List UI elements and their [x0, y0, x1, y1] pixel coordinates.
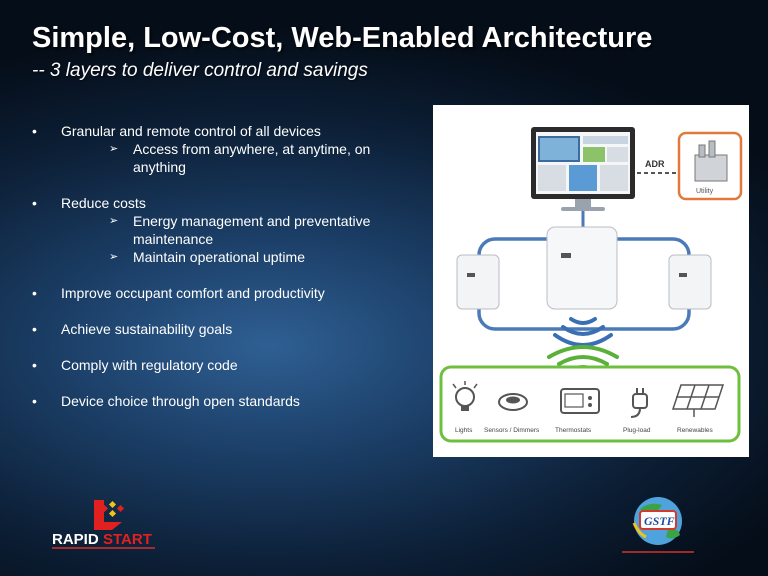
bullet-text: Reduce costs — [61, 195, 146, 211]
bullet-text: Improve occupant comfort and productivit… — [61, 285, 325, 301]
utility-label: Utility — [696, 188, 714, 195]
bullet-item: • Device choice through open standards — [28, 392, 423, 410]
bullet-glyph: • — [32, 285, 37, 301]
bullet-glyph: • — [32, 123, 37, 139]
controller-device-right — [668, 254, 712, 310]
device-label-renewables: Renewables — [677, 427, 714, 434]
bullet-item: • Improve occupant comfort and productiv… — [28, 284, 423, 302]
device-label-sensors: Sensors / Dimmers — [484, 427, 540, 434]
arrow-bullet-icon: ➢ — [109, 251, 119, 263]
bullet-glyph: • — [32, 195, 37, 211]
bullet-text: Comply with regulatory code — [61, 357, 238, 373]
solar-panel-icon — [671, 384, 725, 417]
bullet-item: • Comply with regulatory code — [28, 356, 423, 374]
bullet-text: Device choice through open standards — [61, 393, 300, 409]
arrow-bullet-icon: ➢ — [109, 143, 119, 155]
device-label-thermostats: Thermostats — [555, 427, 592, 434]
arrow-bullet-icon: ➢ — [109, 215, 119, 227]
controller-hub — [546, 226, 618, 310]
sub-bullet-item: ➢ Energy management and preventative mai… — [61, 212, 423, 248]
monitor-icon — [531, 127, 635, 211]
bullet-glyph: • — [32, 357, 37, 373]
gstf-logo: GSTF — [612, 493, 704, 559]
sensor-icon — [498, 393, 528, 411]
svg-text:START: START — [103, 531, 152, 548]
controller-device-left — [456, 254, 500, 310]
sub-bullet-text: Access from anywhere, at anytime, on any… — [133, 141, 371, 175]
plug-icon — [630, 388, 648, 418]
sub-bullet-text: Energy management and preventative maint… — [133, 213, 371, 247]
svg-text:GSTF: GSTF — [644, 514, 675, 528]
sub-bullet-text: Maintain operational uptime — [133, 249, 305, 265]
bullet-item: • Granular and remote control of all dev… — [28, 122, 423, 176]
architecture-diagram: ADR Utility — [433, 105, 749, 457]
sub-bullet-item: ➢ Maintain operational uptime — [61, 248, 423, 266]
device-label-plug-load: Plug-load — [623, 427, 651, 434]
bullet-text: Granular and remote control of all devic… — [61, 123, 321, 139]
wireless-signal-icon — [553, 317, 613, 347]
sub-bullet-item: ➢ Access from anywhere, at anytime, on a… — [61, 140, 423, 176]
device-label-lights: Lights — [455, 427, 473, 434]
thermostat-icon — [560, 388, 600, 414]
adr-label: ADR — [645, 159, 665, 169]
bullet-glyph: • — [32, 393, 37, 409]
bullet-glyph: • — [32, 321, 37, 337]
lightbulb-icon — [452, 381, 478, 411]
bullet-list: • Granular and remote control of all dev… — [28, 122, 423, 428]
slide-subtitle: -- 3 layers to deliver control and savin… — [32, 60, 368, 81]
svg-text:RAPID: RAPID — [52, 531, 99, 548]
bullet-item: • Achieve sustainability goals — [28, 320, 423, 338]
bullet-text: Achieve sustainability goals — [61, 321, 233, 337]
utility-box: Utility — [677, 131, 743, 201]
bullet-item: • Reduce costs ➢ Energy management and p… — [28, 194, 423, 266]
slide-title: Simple, Low-Cost, Web-Enabled Architectu… — [32, 22, 653, 54]
rapidstart-logo: RAPID START — [50, 496, 165, 552]
utility-building-icon — [694, 140, 728, 182]
